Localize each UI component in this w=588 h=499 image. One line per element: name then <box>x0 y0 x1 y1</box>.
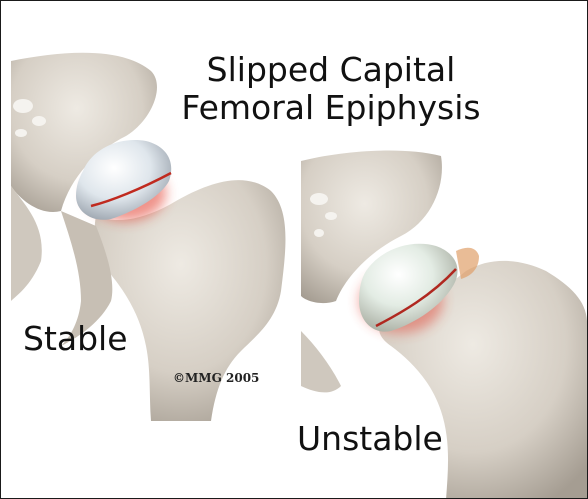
label-unstable: Unstable <box>297 419 443 458</box>
diagram-title: Slipped Capital Femoral Epiphysis <box>166 51 496 127</box>
copyright-notice: ©MMG 2005 <box>173 371 259 385</box>
label-stable: Stable <box>23 319 128 358</box>
title-line-1: Slipped Capital <box>166 51 496 89</box>
title-line-2: Femoral Epiphysis <box>166 89 496 127</box>
